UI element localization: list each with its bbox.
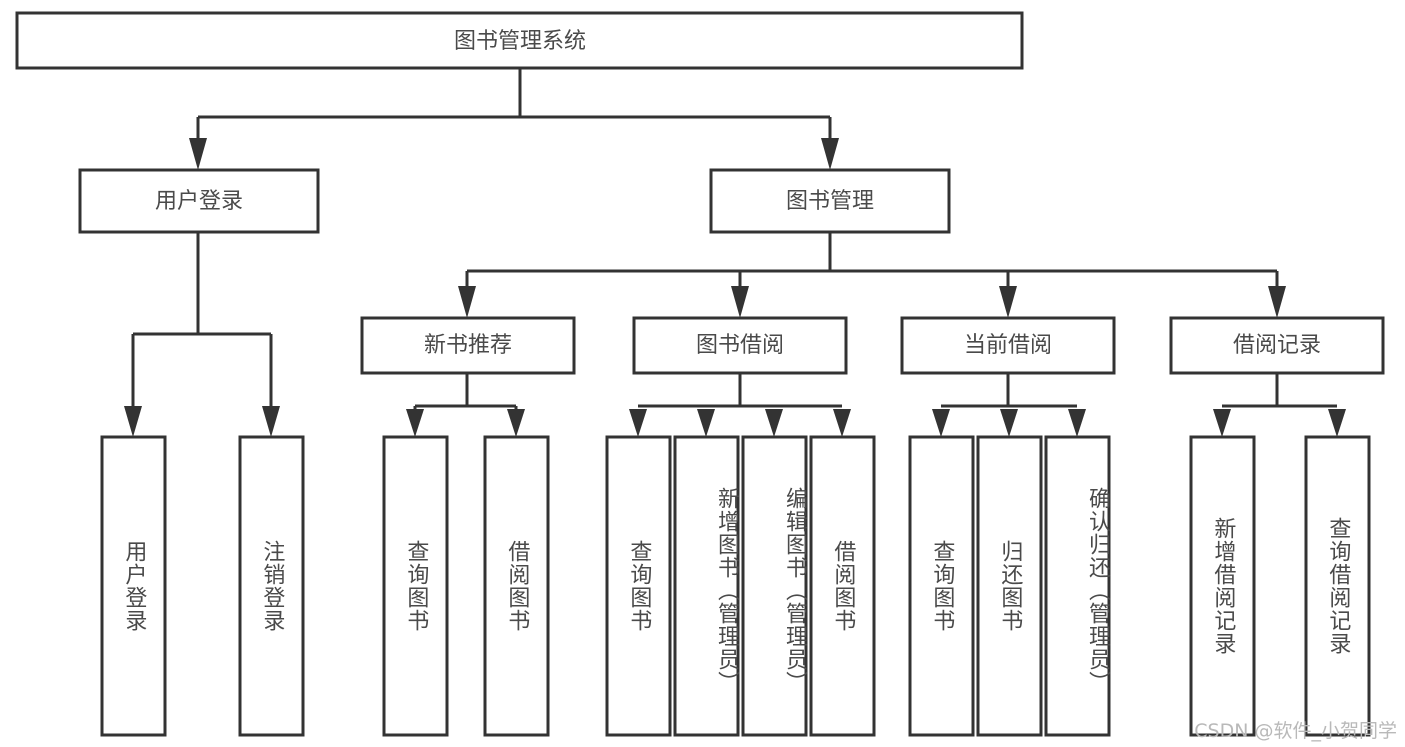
- arrow-head-user-login-leaf-1: [262, 406, 280, 437]
- node-leaf-book-borrow-1[interactable]: [673, 435, 740, 737]
- arrow-head-book-borrow-leaf-0: [629, 409, 647, 437]
- node-leaf-current-borrow-0[interactable]: [908, 435, 975, 737]
- arrow-head-new-book-recommend: [458, 286, 476, 318]
- node-root-book-management-system[interactable]: [15, 11, 1024, 70]
- arrow-head-current-borrow-leaf-1: [1000, 409, 1018, 437]
- node-book-management[interactable]: [709, 168, 951, 234]
- arrow-head-user-login: [189, 138, 207, 170]
- node-new-book-recommend-label: 新书推荐: [424, 333, 512, 358]
- arrow-head-book-borrow-leaf-3: [833, 409, 851, 437]
- arrow-head-borrow-record-leaf-0: [1213, 409, 1231, 437]
- node-leaf-user-login-0[interactable]: [100, 435, 167, 737]
- node-leaf-new-book-1[interactable]: [483, 435, 550, 737]
- node-leaf-current-borrow-2[interactable]: [1044, 435, 1111, 737]
- node-leaf-borrow-record-1[interactable]: [1304, 435, 1371, 737]
- node-new-book-recommend[interactable]: [360, 316, 576, 375]
- node-root-label: 图书管理系统: [454, 29, 586, 54]
- node-current-borrow[interactable]: [900, 316, 1116, 375]
- node-leaf-new-book-0[interactable]: [382, 435, 449, 737]
- arrow-head-book-borrow: [731, 286, 749, 318]
- node-user-login-label: 用户登录: [155, 189, 243, 214]
- csdn-watermark: CSDN @软件_小贺同学: [1194, 720, 1397, 742]
- node-borrow-record[interactable]: [1169, 316, 1385, 375]
- node-leaf-current-borrow-1[interactable]: [976, 435, 1043, 737]
- node-book-borrow-label: 图书借阅: [696, 333, 784, 358]
- arrow-head-user-login-leaf-0: [124, 406, 142, 437]
- node-user-login[interactable]: [78, 168, 320, 234]
- node-book-management-label: 图书管理: [786, 189, 874, 214]
- node-book-borrow[interactable]: [632, 316, 848, 375]
- node-leaf-borrow-record-0[interactable]: [1189, 435, 1256, 737]
- node-leaf-book-borrow-3[interactable]: [809, 435, 876, 737]
- arrow-head-current-borrow-leaf-2: [1068, 409, 1086, 437]
- arrow-head-new-book-leaf-1: [507, 409, 525, 437]
- arrow-head-book-borrow-leaf-2: [765, 409, 783, 437]
- arrow-head-current-borrow-leaf-0: [932, 409, 950, 437]
- node-leaf-book-borrow-0[interactable]: [605, 435, 672, 737]
- arrow-head-new-book-leaf-0: [406, 409, 424, 437]
- arrow-head-book-manage: [821, 138, 839, 170]
- node-leaf-user-login-1[interactable]: [238, 435, 305, 737]
- node-leaf-book-borrow-2[interactable]: [741, 435, 808, 737]
- arrow-head-current-borrow: [999, 286, 1017, 318]
- arrow-head-borrow-record-leaf-1: [1328, 409, 1346, 437]
- node-borrow-record-label: 借阅记录: [1233, 333, 1321, 358]
- arrow-head-borrow-record: [1268, 286, 1286, 318]
- node-current-borrow-label: 当前借阅: [964, 333, 1052, 358]
- arrow-head-book-borrow-leaf-1: [697, 409, 715, 437]
